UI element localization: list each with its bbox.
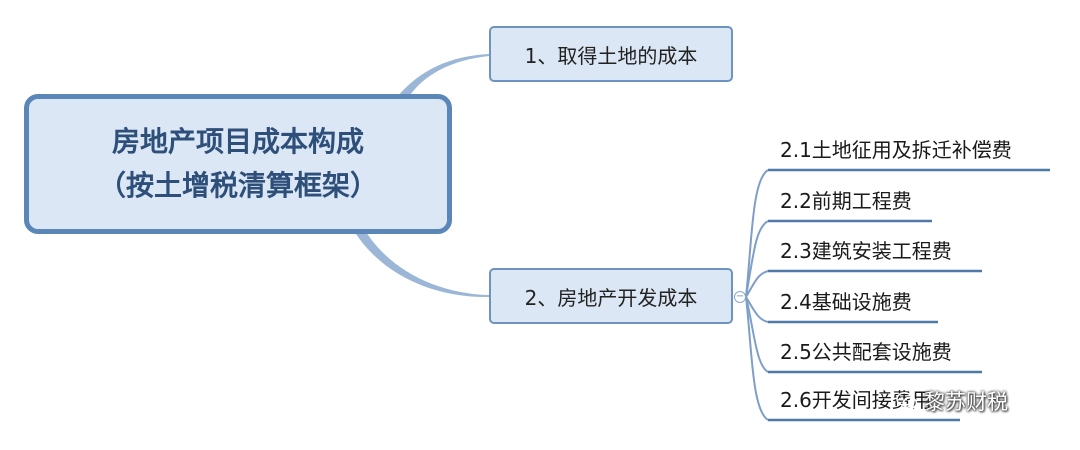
connector-sub-5 (745, 296, 769, 373)
connector-root-branch-1 (398, 54, 489, 98)
connector-sub-2 (745, 220, 769, 298)
sub-node-2-2[interactable]: 2.2前期工程费 (780, 189, 912, 213)
sub-node-2-3[interactable]: 2.3建筑安装工程费 (780, 239, 952, 263)
root-node[interactable]: 房地产项目成本构成 （按土增税清算框架） (24, 94, 452, 234)
watermark: 黎苏财税 (896, 386, 1008, 416)
wechat-icon (896, 392, 918, 410)
sub-underlines (768, 168, 1050, 422)
sub-node-2-1[interactable]: 2.1土地征用及拆迁补偿费 (780, 138, 1012, 162)
connector-sub-6 (745, 296, 769, 421)
branch-node-land-cost[interactable]: 1、取得土地的成本 (489, 26, 733, 82)
collapse-toggle-icon[interactable]: − (734, 291, 746, 303)
root-title-line-1: 房地产项目成本构成 (111, 125, 364, 158)
root-title-line-2: （按土增税清算框架） (97, 169, 378, 202)
connector-sub-4 (745, 296, 769, 323)
branch-label: 1、取得土地的成本 (524, 43, 698, 68)
connector-sub-1 (745, 169, 769, 298)
branch-label: 2、房地产开发成本 (524, 285, 698, 310)
sub-connectors (745, 169, 769, 421)
sub-node-2-4[interactable]: 2.4基础设施费 (780, 290, 912, 314)
watermark-text: 黎苏财税 (924, 390, 1008, 414)
branch-node-development-cost[interactable]: 2、房地产开发成本 (489, 268, 733, 324)
connector-root-branch-2 (356, 232, 489, 298)
connector-sub-3 (745, 270, 769, 298)
sub-node-2-5[interactable]: 2.5公共配套设施费 (780, 340, 952, 364)
